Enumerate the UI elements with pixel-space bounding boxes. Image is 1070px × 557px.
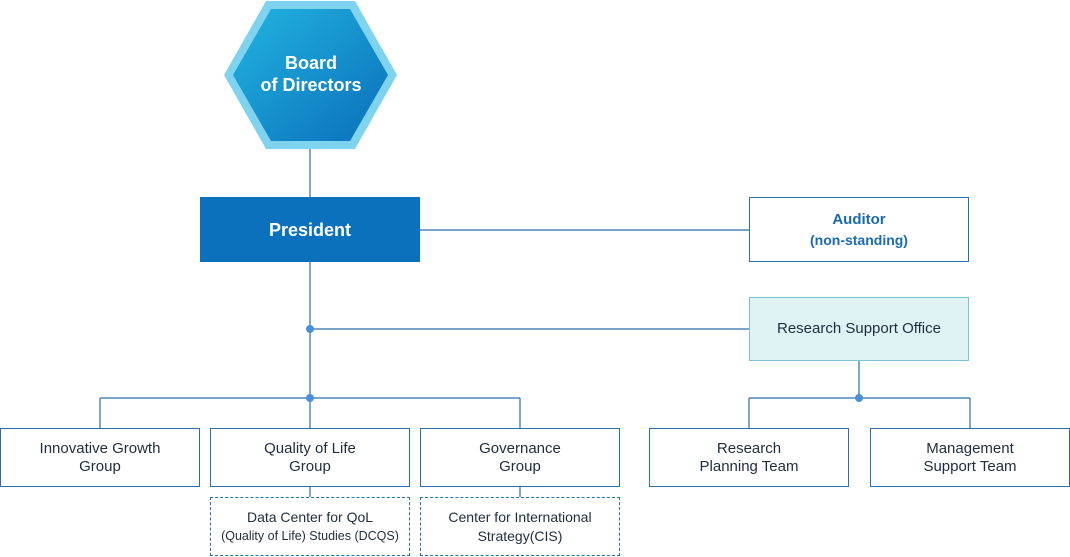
board-hexagon-inner <box>233 9 388 141</box>
team-label-line-1: Management <box>926 439 1014 457</box>
board-line-1: Board <box>284 53 337 73</box>
center-label-line-2: (Quality of Life) Studies (DCQS) <box>221 528 399 543</box>
team-box-research-planning: Research Planning Team <box>649 428 849 487</box>
group-label-line-1: Governance <box>479 439 561 457</box>
center-box-cis: Center for International Strategy(CIS) <box>420 497 620 556</box>
auditor-box: Auditor (non-standing) <box>749 197 969 262</box>
junction-dot-office <box>306 325 314 333</box>
group-box-governance: Governance Group <box>420 428 620 487</box>
team-label-line-2: Support Team <box>923 457 1017 475</box>
team-label-line-2: Planning Team <box>699 457 799 475</box>
center-box-dcqs: Data Center for QoL (Quality of Life) St… <box>210 497 410 556</box>
research-support-office-box: Research Support Office <box>749 297 969 361</box>
president-label: President <box>268 219 352 240</box>
group-label-line-2: Group <box>289 457 331 475</box>
board-line-2: of Directors <box>260 75 362 95</box>
group-label-line-2: Group <box>79 457 121 475</box>
center-label-line-1: Data Center for QoL <box>246 508 374 525</box>
auditor-subtitle: (non-standing) <box>810 231 908 248</box>
board-of-directors-label: Board of Directors <box>225 52 397 96</box>
auditor-title: Auditor <box>832 210 886 228</box>
group-box-quality-of-life: Quality of Life Group <box>210 428 410 487</box>
research-support-office-label: Research Support Office <box>777 320 941 337</box>
center-label-line-2: Strategy(CIS) <box>477 527 563 544</box>
group-label-line-1: Innovative Growth <box>39 439 161 457</box>
team-box-management-support: Management Support Team <box>870 428 1070 487</box>
junction-dot-groups <box>306 394 314 402</box>
president-box: President <box>200 197 420 262</box>
group-box-innovative-growth: Innovative Growth Group <box>0 428 200 487</box>
group-label-line-2: Group <box>499 457 541 475</box>
center-label-line-1: Center for International <box>448 508 592 525</box>
junction-dot-teams <box>855 394 863 402</box>
group-label-line-1: Quality of Life <box>264 439 356 457</box>
team-label-line-1: Research <box>716 439 782 457</box>
